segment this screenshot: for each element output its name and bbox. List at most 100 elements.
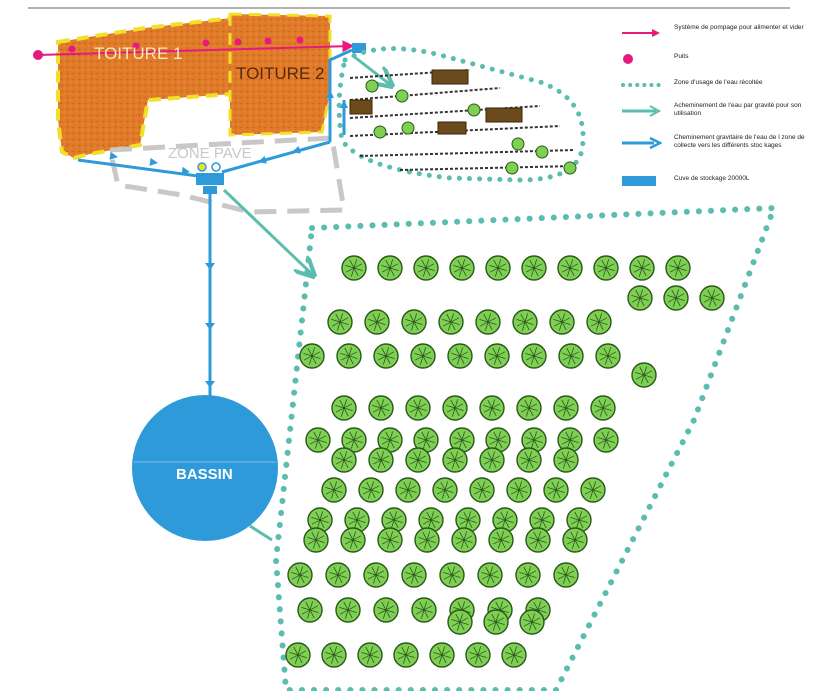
well-dot — [296, 36, 304, 44]
tree — [485, 255, 511, 281]
garden-row — [349, 87, 501, 101]
pumping-line — [37, 40, 355, 56]
tree — [629, 255, 655, 281]
legend-label: Cheminement gravitaire de l'eau de l zon… — [674, 134, 805, 149]
tree — [331, 395, 357, 421]
planter — [431, 69, 469, 85]
well-dot — [68, 45, 76, 53]
tree — [586, 309, 612, 335]
legend-item: Cuve de stockage 20000L — [620, 172, 810, 196]
tree — [631, 362, 657, 388]
small-plant — [395, 89, 409, 103]
flow-arrowhead — [149, 157, 158, 166]
tree — [521, 255, 547, 281]
tree — [447, 609, 473, 635]
small-plant — [467, 103, 481, 117]
tree — [442, 395, 468, 421]
flow-arrowhead — [340, 100, 348, 108]
small-plant — [401, 121, 415, 135]
flow-arrowhead — [205, 263, 215, 270]
tree — [525, 527, 551, 553]
roof-2-label: TOITURE 2 — [236, 64, 325, 83]
flow-arrowhead — [109, 151, 118, 160]
tree — [413, 255, 439, 281]
tree — [299, 343, 325, 369]
tree — [401, 562, 427, 588]
tree — [558, 343, 584, 369]
small-plant — [505, 161, 519, 175]
tree — [521, 343, 547, 369]
legend: Système de pompage pour alimenter et vid… — [620, 24, 810, 198]
tree — [405, 447, 431, 473]
orchard — [285, 255, 725, 668]
small-plant — [365, 79, 379, 93]
tree — [519, 609, 545, 635]
tree — [516, 395, 542, 421]
gravity-arrows — [222, 53, 392, 542]
legend-label: Puits — [674, 53, 689, 60]
planter — [437, 121, 467, 135]
roof-1-label: TOITURE 1 — [94, 44, 183, 63]
tree — [566, 507, 592, 533]
tree — [401, 309, 427, 335]
tree — [465, 642, 491, 668]
tree — [377, 255, 403, 281]
well-dot — [33, 50, 43, 60]
gravity-arrow — [249, 524, 273, 542]
tree — [331, 447, 357, 473]
tree — [364, 309, 390, 335]
flow-arrowhead — [292, 145, 301, 154]
tree — [410, 343, 436, 369]
legend-item: Système de pompage pour alimenter et vid… — [620, 24, 810, 48]
well-dots — [33, 36, 304, 60]
tree — [557, 255, 583, 281]
flow-arrowhead — [326, 90, 334, 98]
tree — [335, 597, 361, 623]
tree — [506, 477, 532, 503]
gravity-arrow — [222, 188, 314, 276]
tree — [447, 343, 473, 369]
tree — [336, 343, 362, 369]
tree — [287, 562, 313, 588]
legend-item: Zone d'usage de l'eau récoltée — [620, 76, 810, 100]
pond — [132, 395, 278, 541]
tree — [325, 562, 351, 588]
storage-tank-icon — [622, 176, 656, 186]
tree — [340, 527, 366, 553]
tree — [377, 527, 403, 553]
well-dot — [234, 38, 242, 46]
garden-row — [359, 149, 576, 157]
collection-line — [77, 158, 199, 178]
tree — [483, 609, 509, 635]
tree — [593, 427, 619, 453]
small-plants — [365, 79, 577, 175]
tree — [321, 642, 347, 668]
tree — [303, 527, 329, 553]
tree — [373, 597, 399, 623]
planters — [349, 69, 523, 135]
planter — [485, 107, 523, 123]
tree — [557, 427, 583, 453]
tree — [580, 477, 606, 503]
tree — [455, 507, 481, 533]
tree — [479, 395, 505, 421]
tree — [593, 255, 619, 281]
roof-2 — [228, 12, 332, 137]
flow-arrowhead — [205, 381, 215, 388]
pond-label: BASSIN — [176, 466, 233, 483]
tree — [699, 285, 725, 311]
legend-item: Puits — [620, 50, 810, 74]
well-dot — [197, 162, 207, 172]
pumping-arrow-icon — [622, 29, 660, 37]
tree — [439, 562, 465, 588]
tree — [512, 309, 538, 335]
tree — [341, 255, 367, 281]
tree — [543, 477, 569, 503]
roof-1 — [56, 15, 234, 161]
usage-zone-orchard — [272, 204, 779, 691]
tree — [501, 642, 527, 668]
tree — [305, 427, 331, 453]
tree — [516, 447, 542, 473]
tree — [553, 395, 579, 421]
tree — [449, 255, 475, 281]
